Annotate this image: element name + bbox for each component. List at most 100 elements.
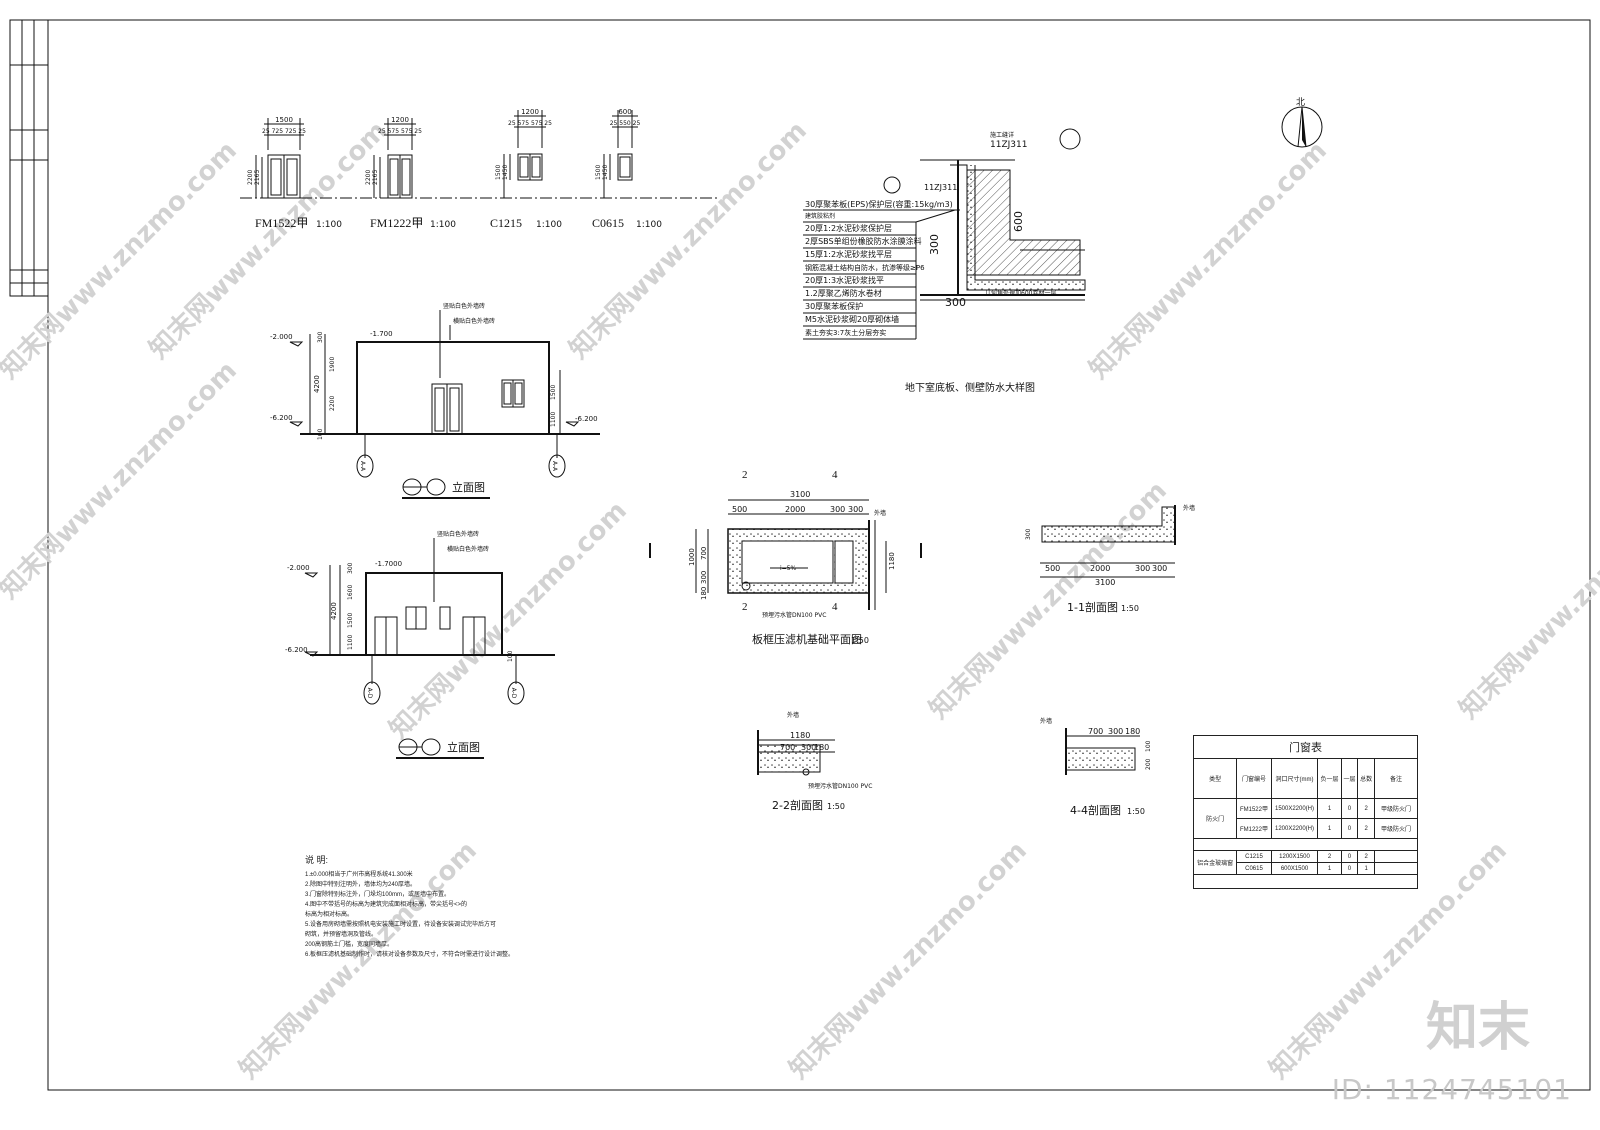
svg-text:立面图: 立面图 xyxy=(452,480,485,494)
svg-text:2200: 2200 xyxy=(329,396,336,411)
svg-text:北: 北 xyxy=(1296,97,1305,108)
table-row: FM1222甲 1200X2200(H) 1 0 2 甲级防火门 xyxy=(1194,818,1418,839)
window-c0615: 600 25 550 25 1500 1450 C0615 1:100 xyxy=(592,108,662,230)
svg-text:2200: 2200 xyxy=(247,170,254,185)
note-line: 2.除图中特别注明外，墙体均为240厚墙。 xyxy=(305,882,417,888)
svg-text:300: 300 xyxy=(1108,727,1123,736)
svg-text:1:50: 1:50 xyxy=(827,802,845,811)
svg-text:知末网www.znzmo.com: 知末网www.znzmo.com xyxy=(384,496,633,745)
svg-text:1500: 1500 xyxy=(495,165,502,180)
svg-text:知末网www.znzmo.com: 知末网www.znzmo.com xyxy=(1084,136,1333,385)
svg-text:200: 200 xyxy=(1145,758,1152,770)
svg-text:钢筋混凝土结构自防水，抗渗等级≥P6: 钢筋混凝土结构自防水，抗渗等级≥P6 xyxy=(805,263,925,272)
title-strip xyxy=(9,19,49,297)
svg-text:预埋污水管DN100 PVC: 预埋污水管DN100 PVC xyxy=(762,611,826,619)
svg-text:180: 180 xyxy=(814,743,829,752)
svg-text:1:100: 1:100 xyxy=(316,220,342,230)
svg-text:-6.200: -6.200 xyxy=(575,415,598,423)
svg-text:25 575 575 25: 25 575 575 25 xyxy=(378,128,422,135)
svg-text:知末网www.znzmo.com: 知末网www.znzmo.com xyxy=(1454,476,1600,725)
section-4-4: 700 300 180 200 100 外墙 4-4剖面图 1:50 xyxy=(1040,717,1152,817)
svg-text:外墙: 外墙 xyxy=(1040,717,1052,725)
svg-text:施工缝详: 施工缝详 xyxy=(990,131,1014,139)
svg-text:100: 100 xyxy=(317,428,324,440)
svg-text:立面图: 立面图 xyxy=(447,740,480,754)
note-line: 标高为相对标高。 xyxy=(305,912,354,918)
svg-text:1180: 1180 xyxy=(888,552,896,570)
svg-text:-6.200: -6.200 xyxy=(270,414,293,422)
table-row: 防火门 FM1522甲 1500X2200(H) 1 0 2 甲级防火门 xyxy=(1192,798,1418,839)
section-1-1: 500 2000 300 300 3100 300 外墙 1-1剖面图 1:50 xyxy=(1025,504,1195,614)
svg-text:30厚聚苯板(EPS)保护层(容重:15kg/m3): 30厚聚苯板(EPS)保护层(容重:15kg/m3) xyxy=(805,199,953,209)
svg-text:外墙: 外墙 xyxy=(787,711,799,719)
svg-text:1-1剖面图: 1-1剖面图 xyxy=(1067,600,1118,614)
svg-text:2000: 2000 xyxy=(785,505,805,514)
svg-text:1180: 1180 xyxy=(790,731,810,740)
svg-text:11ZJ311: 11ZJ311 xyxy=(990,140,1027,150)
svg-text:700: 700 xyxy=(1088,727,1103,736)
svg-text:300: 300 xyxy=(830,505,845,514)
note-line: 1.±0.000相当于广州市高程系统41.300米 xyxy=(305,872,413,878)
svg-text:1500: 1500 xyxy=(347,613,354,628)
svg-text:30厚聚苯板保护: 30厚聚苯板保护 xyxy=(805,301,863,311)
schedule-title: 门窗表 xyxy=(1193,735,1418,758)
svg-text:3100: 3100 xyxy=(790,490,810,499)
svg-text:25 725 725 25: 25 725 725 25 xyxy=(262,128,306,135)
svg-text:1000: 1000 xyxy=(688,548,696,566)
table-row: C0615 600X1500 1 0 1 xyxy=(1194,862,1418,875)
svg-text:C0615: C0615 xyxy=(592,216,624,230)
svg-text:11ZJ311: 11ZJ311 xyxy=(924,183,957,192)
svg-text:600: 600 xyxy=(1012,211,1025,232)
svg-text:1900: 1900 xyxy=(329,357,336,372)
svg-text:300: 300 xyxy=(801,743,816,752)
sheet-border xyxy=(47,19,1591,1091)
svg-text:500: 500 xyxy=(1045,564,1060,573)
svg-text:1:50: 1:50 xyxy=(851,636,869,645)
waterproof-detail: 600 300 300 施工缝详 11ZJ311 11ZJ311 几何角处理加6… xyxy=(803,128,1086,394)
svg-text:1200: 1200 xyxy=(521,108,539,116)
svg-text:1:100: 1:100 xyxy=(636,220,662,230)
svg-text:2000: 2000 xyxy=(1090,564,1110,573)
note-line: 6.板框压滤机基础制作时，请核对设备参数及尺寸，不符合时需进行设计调整。 xyxy=(305,952,515,958)
svg-text:100: 100 xyxy=(507,650,514,662)
svg-text:15厚1:2水泥砂浆找平层: 15厚1:2水泥砂浆找平层 xyxy=(805,249,892,259)
table-row: 铝合金玻璃窗 C1215 1200X1500 2 0 2 xyxy=(1192,850,1418,875)
general-notes: 说 明: 1.±0.000相当于广州市高程系统41.300米 2.除图中特别注明… xyxy=(305,855,515,960)
watermark-layer: 知末网www.znzmo.com 知末网www.znzmo.com 知末网www… xyxy=(0,116,1600,1085)
svg-text:20厚1:3水泥砂浆找平: 20厚1:3水泥砂浆找平 xyxy=(805,275,884,285)
svg-text:1100: 1100 xyxy=(550,412,557,427)
svg-text:2200: 2200 xyxy=(365,170,372,185)
svg-text:2厚SBS单组份橡胶防水涂膜涂料: 2厚SBS单组份橡胶防水涂膜涂料 xyxy=(805,236,922,246)
svg-text:25 550 25: 25 550 25 xyxy=(610,120,641,127)
notes-heading: 说 明: xyxy=(305,855,329,865)
svg-text:2165: 2165 xyxy=(254,170,261,185)
svg-text:A-D: A-D xyxy=(366,688,373,699)
note-line: 4.图中不带括号的标高为建筑完成面相对标高，带尖括号<>的 xyxy=(305,902,468,908)
svg-text:预埋污水管DN100 PVC: 预埋污水管DN100 PVC xyxy=(808,782,872,790)
svg-text:竖贴白色外墙砖: 竖贴白色外墙砖 xyxy=(443,302,485,310)
svg-text:1500: 1500 xyxy=(275,116,293,124)
svg-text:700: 700 xyxy=(700,547,708,560)
svg-text:-2.000: -2.000 xyxy=(270,333,293,341)
svg-text:-1.7000: -1.7000 xyxy=(375,560,402,568)
svg-text:几何角处理加600卷材一层: 几何角处理加600卷材一层 xyxy=(985,289,1056,297)
svg-text:1:50: 1:50 xyxy=(1127,807,1145,816)
door-window-schedule: 门窗表 类型 门窗编号 洞口尺寸(mm) 负一层 一层 总数 备注 防火门 FM… xyxy=(1192,735,1418,889)
svg-text:知末网www.znzmo.com: 知末网www.znzmo.com xyxy=(564,116,813,365)
svg-text:1:100: 1:100 xyxy=(536,220,562,230)
svg-text:知末网www.znzmo.com: 知末网www.znzmo.com xyxy=(0,136,243,385)
svg-text:1:100: 1:100 xyxy=(430,220,456,230)
svg-text:地下室底板、侧壁防水大样图: 地下室底板、侧壁防水大样图 xyxy=(905,381,1035,394)
svg-text:4200: 4200 xyxy=(313,375,321,393)
svg-text:2165: 2165 xyxy=(372,170,379,185)
svg-text:300: 300 xyxy=(1152,564,1167,573)
svg-text:1100: 1100 xyxy=(347,635,354,650)
svg-text:FM1222甲: FM1222甲 xyxy=(370,216,423,230)
svg-text:板框压滤机基础平面图: 板框压滤机基础平面图 xyxy=(752,632,862,646)
svg-text:300: 300 xyxy=(347,562,354,574)
svg-text:横贴白色外墙砖: 横贴白色外墙砖 xyxy=(453,317,495,325)
svg-text:FM1522甲: FM1522甲 xyxy=(255,216,308,230)
svg-text:500: 500 xyxy=(732,505,747,514)
svg-text:180: 180 xyxy=(700,587,708,600)
